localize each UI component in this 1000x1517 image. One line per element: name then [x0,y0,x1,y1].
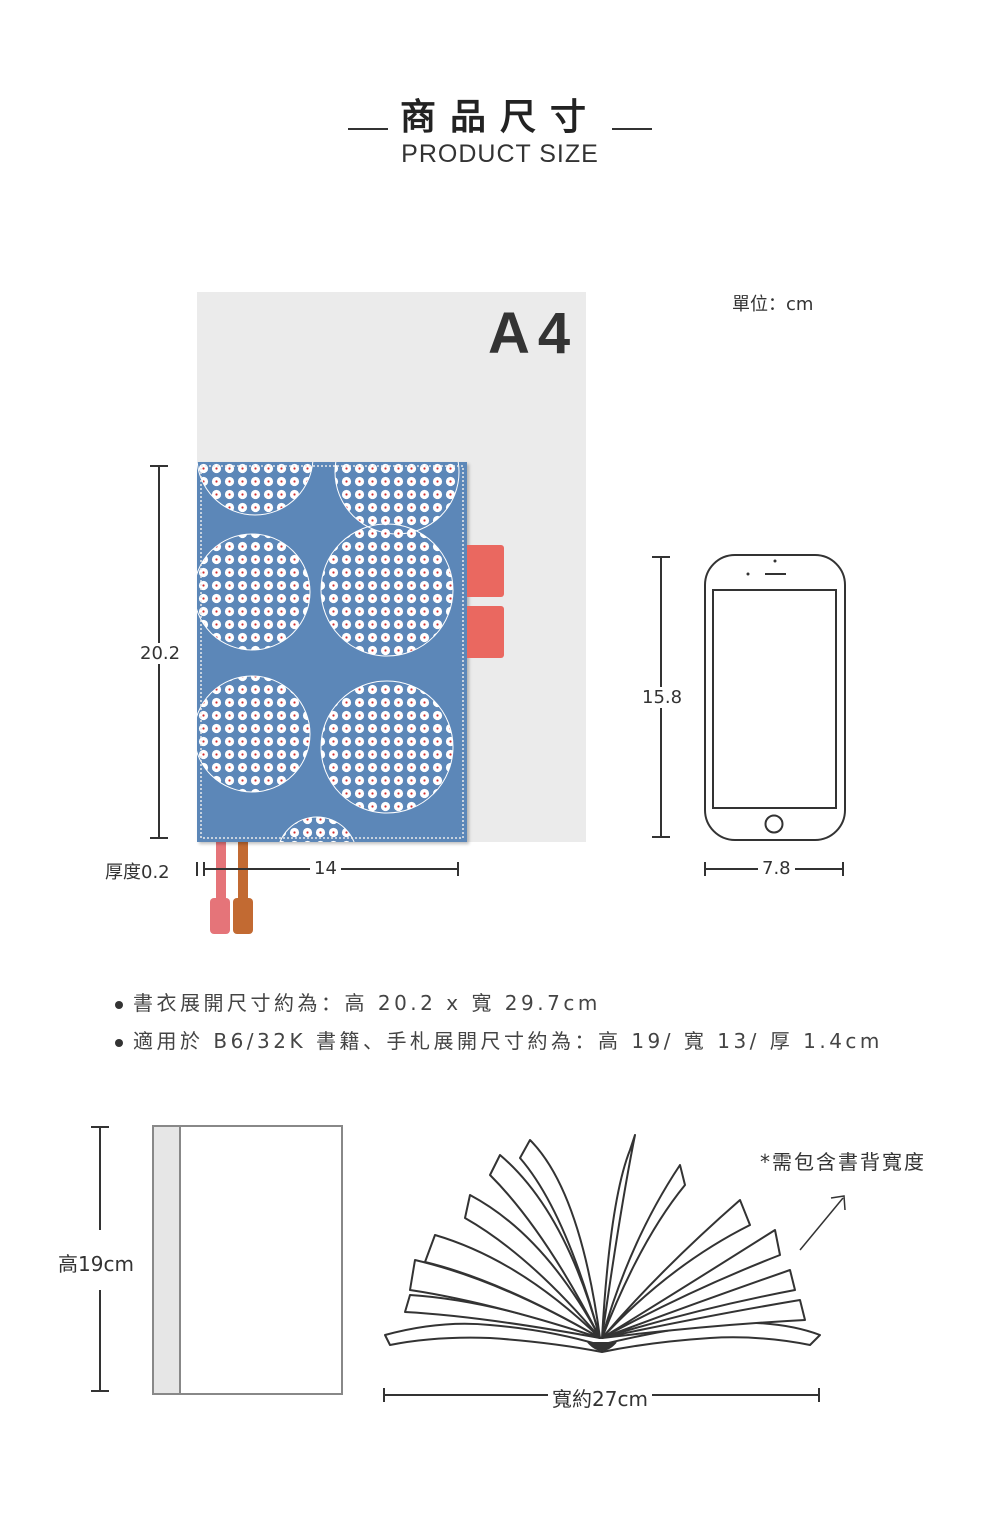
index-tab-top [467,545,504,597]
note-cover-unfolded-text: 書衣展開尺寸約為：高 20.2 x 寬 29.7cm [133,991,601,1015]
unit-label: 單位：cm [732,294,814,315]
cover-width-cap-right [457,862,459,876]
book-width-cap-right [818,1388,820,1402]
ribbon-tip-brown [233,898,253,934]
book-height-line-top [99,1126,101,1230]
bookmark-ribbon-brown [238,842,248,904]
closed-book [152,1125,343,1395]
note-fits-b6-text: 適用於 B6/32K 書籍、手札展開尺寸約為：高 19/ 寬 13/ 厚 1.4… [133,1029,883,1053]
phone-height-value: 15.8 [638,687,687,708]
cover-height-cap-bottom [150,837,168,839]
phone-width-value: 7.8 [758,858,795,879]
title-underline-right [612,128,652,130]
title-underline-left [348,128,388,130]
bullet-dot [115,1038,123,1047]
page-subtitle: PRODUCT SIZE [401,140,599,168]
bookmark-ribbon-pink [216,842,226,904]
book-height-line-bottom [99,1290,101,1392]
book-width-label: 寬約27cm [548,1383,652,1412]
phone-width-cap-right [842,862,844,876]
book-height-label: 高19cm [58,1252,134,1276]
cover-height-value: 20.2 [136,643,185,664]
book-height-cap-bottom [91,1390,109,1392]
book-cover [197,462,467,842]
flower-pattern-icon [197,462,464,842]
book-spine [154,1127,181,1393]
note-cover-unfolded: 書衣展開尺寸約為：高 20.2 x 寬 29.7cm [115,987,601,1016]
phone-icon [704,554,846,841]
cover-thickness-value: 厚度0.2 [105,858,170,884]
phone-height-cap-bottom [652,836,670,838]
bullet-dot [115,1000,123,1009]
cover-width-value: 14 [310,858,341,879]
spine-width-note: *需包含書背寬度 [760,1150,926,1174]
page-title: 商品尺寸 [399,97,600,138]
thickness-cap-left [196,862,198,876]
index-tab-bottom [467,606,504,658]
ribbon-tip-pink [210,898,230,934]
arrow-icon [799,1195,846,1251]
open-book-icon [384,1134,821,1353]
note-fits-b6: 適用於 B6/32K 書籍、手札展開尺寸約為：高 19/ 寬 13/ 厚 1.4… [115,1025,883,1054]
a4-label: A4 [488,301,579,366]
